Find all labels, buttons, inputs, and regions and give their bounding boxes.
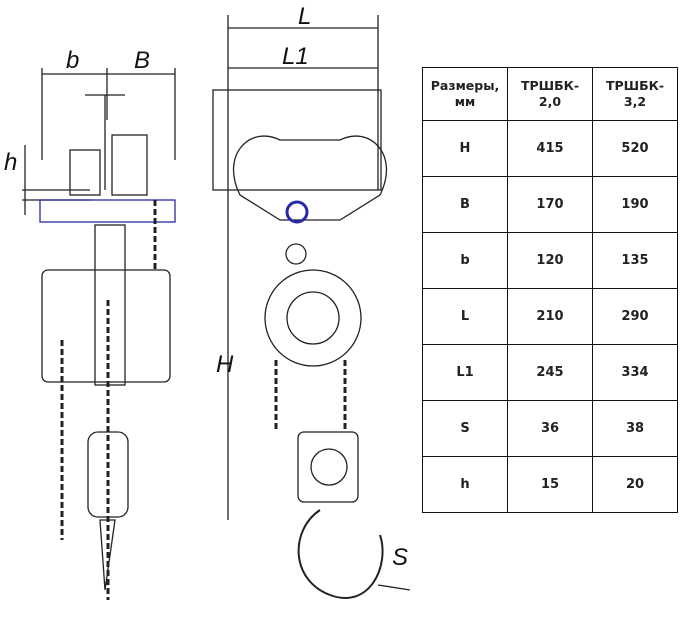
header-cell: ТРШБК-3,2 [592, 67, 678, 121]
table-cell: 120 [507, 232, 593, 289]
table-cell: 135 [592, 232, 678, 289]
table-cell: L1 [422, 344, 508, 401]
dim-B-label: B [134, 47, 150, 74]
header-text: ТРШБК- [605, 78, 665, 93]
dim-L1-label: L1 [282, 43, 309, 70]
table-cell: 36 [507, 400, 593, 457]
table-cell: 210 [507, 288, 593, 345]
front-view: L L1 H S [212, 3, 411, 599]
table-cell: b [422, 232, 508, 289]
table-cell: 520 [592, 120, 678, 177]
table-cell: S [422, 400, 508, 457]
dim-L-label: L [298, 3, 311, 30]
table-header-row: Размеры,мм ТРШБК-2,0 ТРШБК-3,2 [422, 67, 678, 121]
dim-S-label: S [392, 544, 408, 571]
table-cell: 290 [592, 288, 678, 345]
header-cell: ТРШБК-2,0 [507, 67, 593, 121]
dim-b-label: b [66, 47, 79, 74]
side-view: b B h [4, 47, 176, 600]
dim-h-label: h [4, 149, 17, 176]
table-cell: 20 [592, 456, 678, 513]
table-cell: 415 [507, 120, 593, 177]
table-cell: B [422, 176, 508, 233]
header-text: мм [454, 94, 476, 109]
dim-H-label: H [216, 351, 234, 378]
header-text: ТРШБК- [520, 78, 580, 93]
header-text: 2,0 [538, 94, 562, 109]
table-cell: 15 [507, 456, 593, 513]
table-cell: 245 [507, 344, 593, 401]
table-cell: H [422, 120, 508, 177]
table-cell: 38 [592, 400, 678, 457]
table-cell: h [422, 456, 508, 513]
header-text: Размеры, [430, 78, 500, 93]
table-cell: 334 [592, 344, 678, 401]
header-cell: Размеры,мм [422, 67, 508, 121]
table-cell: 190 [592, 176, 678, 233]
header-text: 3,2 [623, 94, 647, 109]
table-cell: L [422, 288, 508, 345]
table-cell: 170 [507, 176, 593, 233]
